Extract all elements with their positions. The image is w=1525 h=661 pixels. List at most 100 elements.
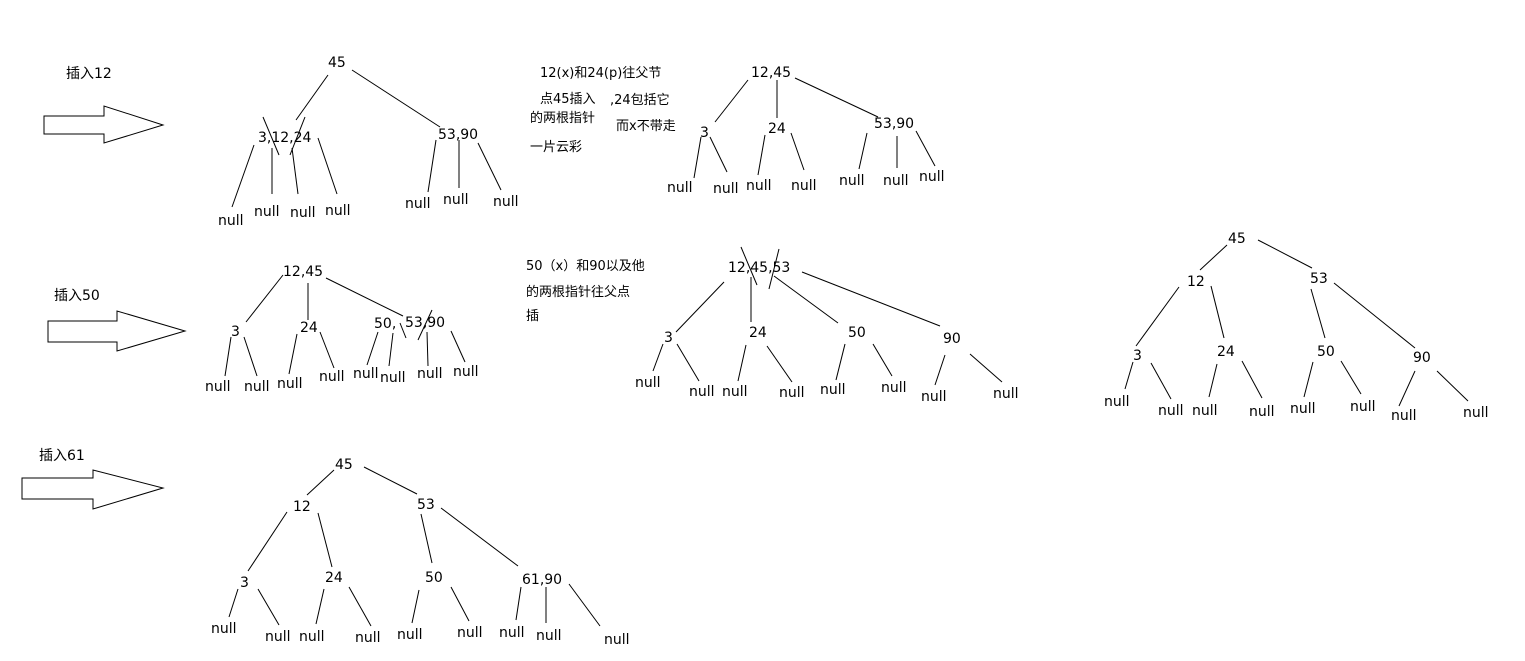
null-leaf: null bbox=[839, 173, 865, 189]
null-leaf: null bbox=[1158, 403, 1184, 419]
tree-node: 3,12,24 bbox=[258, 130, 312, 146]
note-line: 50（x）和90以及他 bbox=[526, 259, 645, 274]
note-row1: 12(x)和24(p)往父节 点45插入 ,24包括它 的两根指针 而x不带走 … bbox=[530, 66, 676, 155]
step-insert-61: 插入61 bbox=[21, 448, 165, 510]
null-leaf: null bbox=[1350, 399, 1376, 415]
note-line: 插 bbox=[526, 309, 539, 324]
tree-node: 24 bbox=[1217, 344, 1235, 360]
step-insert-50: 插入50 bbox=[47, 288, 187, 352]
tree-node: 50 bbox=[425, 570, 443, 586]
tree-node: 12,45 bbox=[751, 65, 791, 81]
null-leaf: null bbox=[1391, 408, 1417, 424]
null-leaf: null bbox=[779, 385, 805, 401]
null-leaf: null bbox=[499, 625, 525, 641]
note-line: 的两根指针 bbox=[530, 110, 595, 126]
null-leaf: null bbox=[254, 204, 280, 220]
tree-node: 61,90 bbox=[522, 572, 562, 588]
tree-3 bbox=[224, 274, 466, 377]
tree-node: 53 bbox=[417, 497, 435, 513]
null-leaf: null bbox=[244, 379, 270, 395]
null-leaf: null bbox=[353, 366, 379, 382]
null-leaf: null bbox=[1290, 401, 1316, 417]
null-leaf: null bbox=[1463, 405, 1489, 421]
tree-5-labels: 45 12 53 3 24 50 90 null null null null … bbox=[1104, 231, 1489, 424]
null-leaf: null bbox=[791, 178, 817, 194]
null-leaf: null bbox=[277, 376, 303, 392]
note-line: 而x不带走 bbox=[616, 119, 676, 134]
null-leaf: null bbox=[397, 627, 423, 643]
tree-node: 24 bbox=[749, 325, 767, 341]
null-leaf: null bbox=[667, 180, 693, 196]
arrow-right-icon bbox=[43, 105, 165, 144]
null-leaf: null bbox=[380, 370, 406, 386]
note-line: 一片云彩 bbox=[530, 140, 582, 155]
null-leaf: null bbox=[211, 621, 237, 637]
tree-node: 53,90 bbox=[874, 116, 914, 132]
null-leaf: null bbox=[993, 386, 1019, 402]
arrow-right-icon bbox=[47, 310, 187, 352]
note-line: 点45插入 bbox=[540, 92, 596, 107]
tree-node: 24 bbox=[768, 121, 786, 137]
null-leaf: null bbox=[820, 382, 846, 398]
tree-node: 3 bbox=[240, 575, 249, 591]
null-leaf: null bbox=[1104, 394, 1130, 410]
tree-1-labels: 45 3,12,24 53,90 null null null null nul… bbox=[218, 55, 519, 229]
tree-node: 45 bbox=[335, 457, 353, 473]
null-leaf: null bbox=[536, 628, 562, 644]
tree-5 bbox=[1124, 239, 1469, 407]
tree-6 bbox=[228, 466, 601, 627]
tree-3-labels: 12,45 3 24 50, 53,90 null null null null… bbox=[205, 264, 479, 395]
tree-2 bbox=[693, 77, 936, 179]
tree-node: 53 bbox=[1310, 271, 1328, 287]
tree-node: 3 bbox=[231, 324, 240, 340]
tree-node: 12,45,53 bbox=[728, 260, 790, 276]
null-leaf: null bbox=[265, 629, 291, 645]
null-leaf: null bbox=[205, 379, 231, 395]
null-leaf: null bbox=[689, 384, 715, 400]
null-leaf: null bbox=[443, 192, 469, 208]
arrow-right-icon bbox=[21, 469, 165, 510]
null-leaf: null bbox=[493, 194, 519, 210]
null-leaf: null bbox=[290, 205, 316, 221]
tree-node: 3 bbox=[664, 330, 673, 346]
tree-node: 24 bbox=[300, 320, 318, 336]
tree-node: 24 bbox=[325, 570, 343, 586]
tree-node: 53,90 bbox=[405, 315, 445, 331]
tree-1 bbox=[231, 69, 502, 208]
tree-node: 12 bbox=[1187, 274, 1205, 290]
null-leaf: null bbox=[722, 384, 748, 400]
tree-node: 50, bbox=[374, 316, 396, 332]
tree-node: 50 bbox=[848, 325, 866, 341]
tree-node: 3 bbox=[700, 125, 709, 141]
null-leaf: null bbox=[218, 213, 244, 229]
tree-4 bbox=[652, 246, 1003, 386]
tree-node: 12 bbox=[293, 499, 311, 515]
null-leaf: null bbox=[881, 380, 907, 396]
null-leaf: null bbox=[921, 389, 947, 405]
tree-node: 50 bbox=[1317, 344, 1335, 360]
tree-node: 45 bbox=[328, 55, 346, 71]
tree-node: 90 bbox=[943, 331, 961, 347]
tree-4-labels: 12,45,53 3 24 50 90 null null null null … bbox=[635, 260, 1019, 405]
null-leaf: null bbox=[355, 630, 381, 646]
null-leaf: null bbox=[635, 375, 661, 391]
tree-node: 3 bbox=[1133, 348, 1142, 364]
tree-node: 53,90 bbox=[438, 127, 478, 143]
tree-6-labels: 45 12 53 3 24 50 61,90 null null null nu… bbox=[211, 457, 630, 648]
null-leaf: null bbox=[457, 625, 483, 641]
tree-node: 90 bbox=[1413, 350, 1431, 366]
tree-2-labels: 12,45 3 24 53,90 null null null null nul… bbox=[667, 65, 945, 197]
note-line: 的两根指针往父点 bbox=[526, 284, 630, 300]
step-label-50: 插入50 bbox=[54, 288, 100, 304]
note-row2: 50（x）和90以及他 的两根指针往父点 插 bbox=[526, 259, 645, 324]
null-leaf: null bbox=[883, 173, 909, 189]
note-line: 12(x)和24(p)往父节 bbox=[540, 66, 661, 81]
null-leaf: null bbox=[319, 369, 345, 385]
null-leaf: null bbox=[453, 364, 479, 380]
null-leaf: null bbox=[1192, 403, 1218, 419]
null-leaf: null bbox=[299, 629, 325, 645]
null-leaf: null bbox=[919, 169, 945, 185]
null-leaf: null bbox=[604, 632, 630, 648]
step-label-61: 插入61 bbox=[39, 448, 85, 464]
